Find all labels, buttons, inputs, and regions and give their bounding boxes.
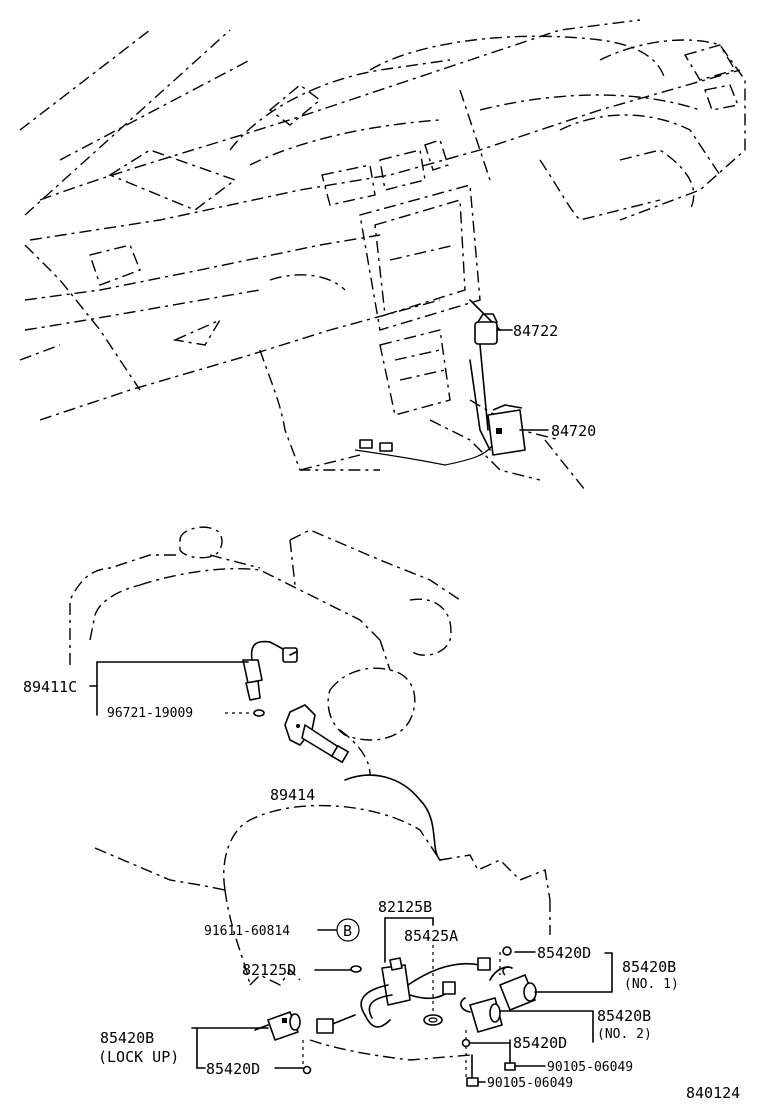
- label-82125b: 82125B: [378, 898, 432, 916]
- solenoid-no2-drawing: [460, 997, 503, 1048]
- bolt-90105-b-drawing: [466, 1054, 479, 1087]
- label-no1: (NO. 1): [624, 977, 679, 992]
- instrument-panel-drawing: [19, 19, 746, 491]
- bolt-90105-a-drawing: [504, 1039, 516, 1071]
- label-85425a: 85425A: [404, 927, 458, 945]
- label-lockup: (LOCK UP): [98, 1048, 179, 1066]
- diagram-code: 840124: [686, 1084, 740, 1102]
- label-90105-b: 90105-06049: [487, 1076, 573, 1091]
- label-84722: 84722: [513, 322, 558, 340]
- label-89411c: 89411C: [23, 678, 77, 696]
- label-89414: 89414: [270, 786, 315, 804]
- switch-84720-drawing: [487, 404, 549, 456]
- transmission-drawing: [94, 804, 551, 1061]
- engine-drawing: [69, 526, 461, 861]
- sensor-89414-drawing: [284, 704, 349, 763]
- label-82125d: 82125D: [242, 961, 296, 979]
- solenoid-wiring-drawing: [316, 957, 491, 1034]
- label-85420b-lockup: 85420B: [100, 1029, 154, 1047]
- label-85420b-no2: 85420B: [597, 1007, 651, 1025]
- switch-84722-drawing: [474, 313, 513, 345]
- label-85420d-mid: 85420D: [513, 1034, 567, 1052]
- label-85420d-top: 85420D: [537, 944, 591, 962]
- label-84720: 84720: [551, 422, 596, 440]
- label-no2: (NO. 2): [597, 1027, 652, 1042]
- solenoid-no1-drawing: [489, 946, 537, 1011]
- label-91611: 91611-60814: [204, 924, 290, 939]
- label-90105-a: 90105-06049: [547, 1060, 633, 1075]
- label-96721: 96721-19009: [107, 706, 193, 721]
- leader-lines: [89, 661, 613, 1083]
- sensor-89411c-drawing: [242, 640, 298, 701]
- solenoid-lockup-drawing: [254, 1011, 312, 1075]
- o-ring-96721-drawing: [253, 709, 265, 717]
- label-85420d-bottom: 85420D: [206, 1060, 260, 1078]
- reference-b: B: [343, 922, 352, 940]
- label-85420b-no1: 85420B: [622, 958, 676, 976]
